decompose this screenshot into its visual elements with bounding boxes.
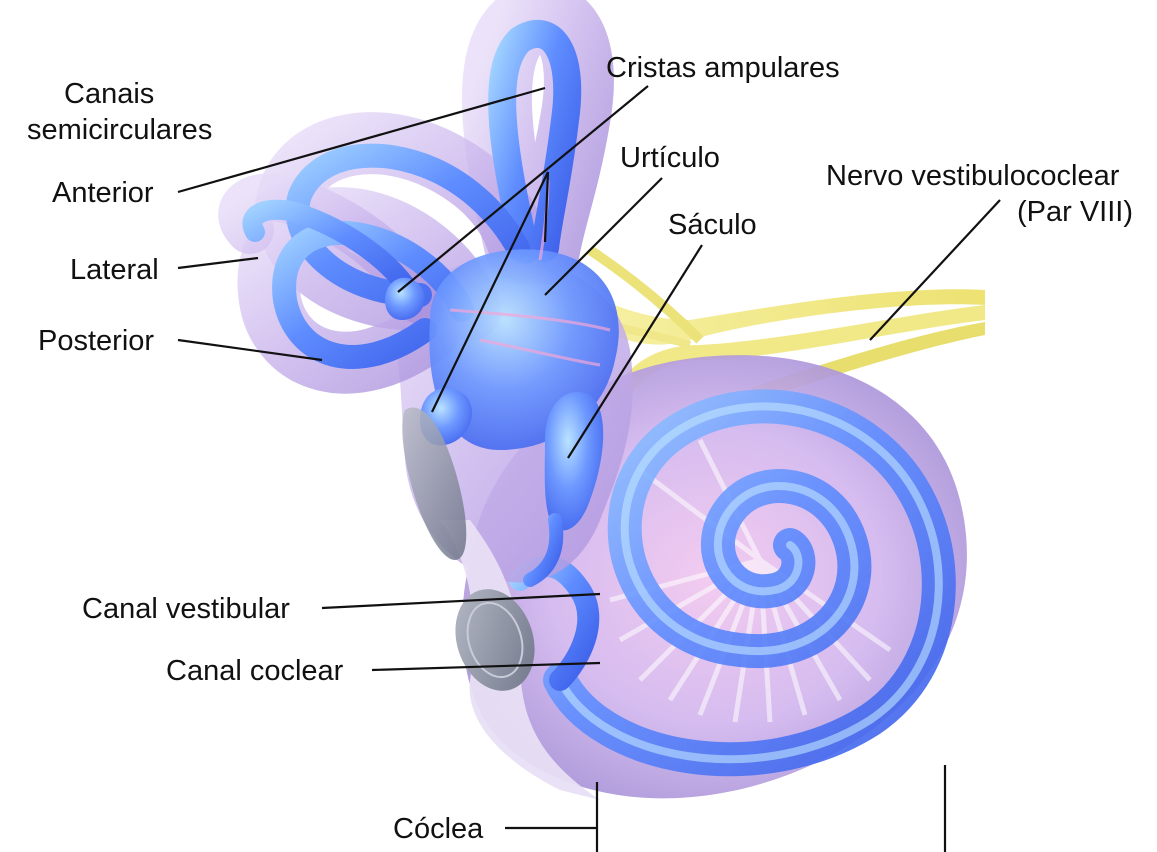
- label-anterior: Anterior: [52, 177, 154, 209]
- label-nervo-line2: (Par VIII): [1017, 196, 1133, 228]
- label-cristas-ampulares: Cristas ampulares: [606, 52, 840, 84]
- label-canais-line2: semicirculares: [27, 114, 212, 146]
- label-lateral: Lateral: [70, 254, 159, 286]
- label-canal-coclear: Canal coclear: [166, 655, 344, 687]
- label-canais-line1: Canais: [64, 78, 154, 110]
- label-urticulo: Urtículo: [620, 142, 720, 174]
- label-canal-vestibular: Canal vestibular: [82, 593, 290, 625]
- label-coclea: Cóclea: [393, 813, 484, 845]
- label-posterior: Posterior: [38, 325, 154, 357]
- label-nervo-line1: Nervo vestibulococlear: [826, 160, 1120, 192]
- label-saculo: Sáculo: [668, 209, 757, 241]
